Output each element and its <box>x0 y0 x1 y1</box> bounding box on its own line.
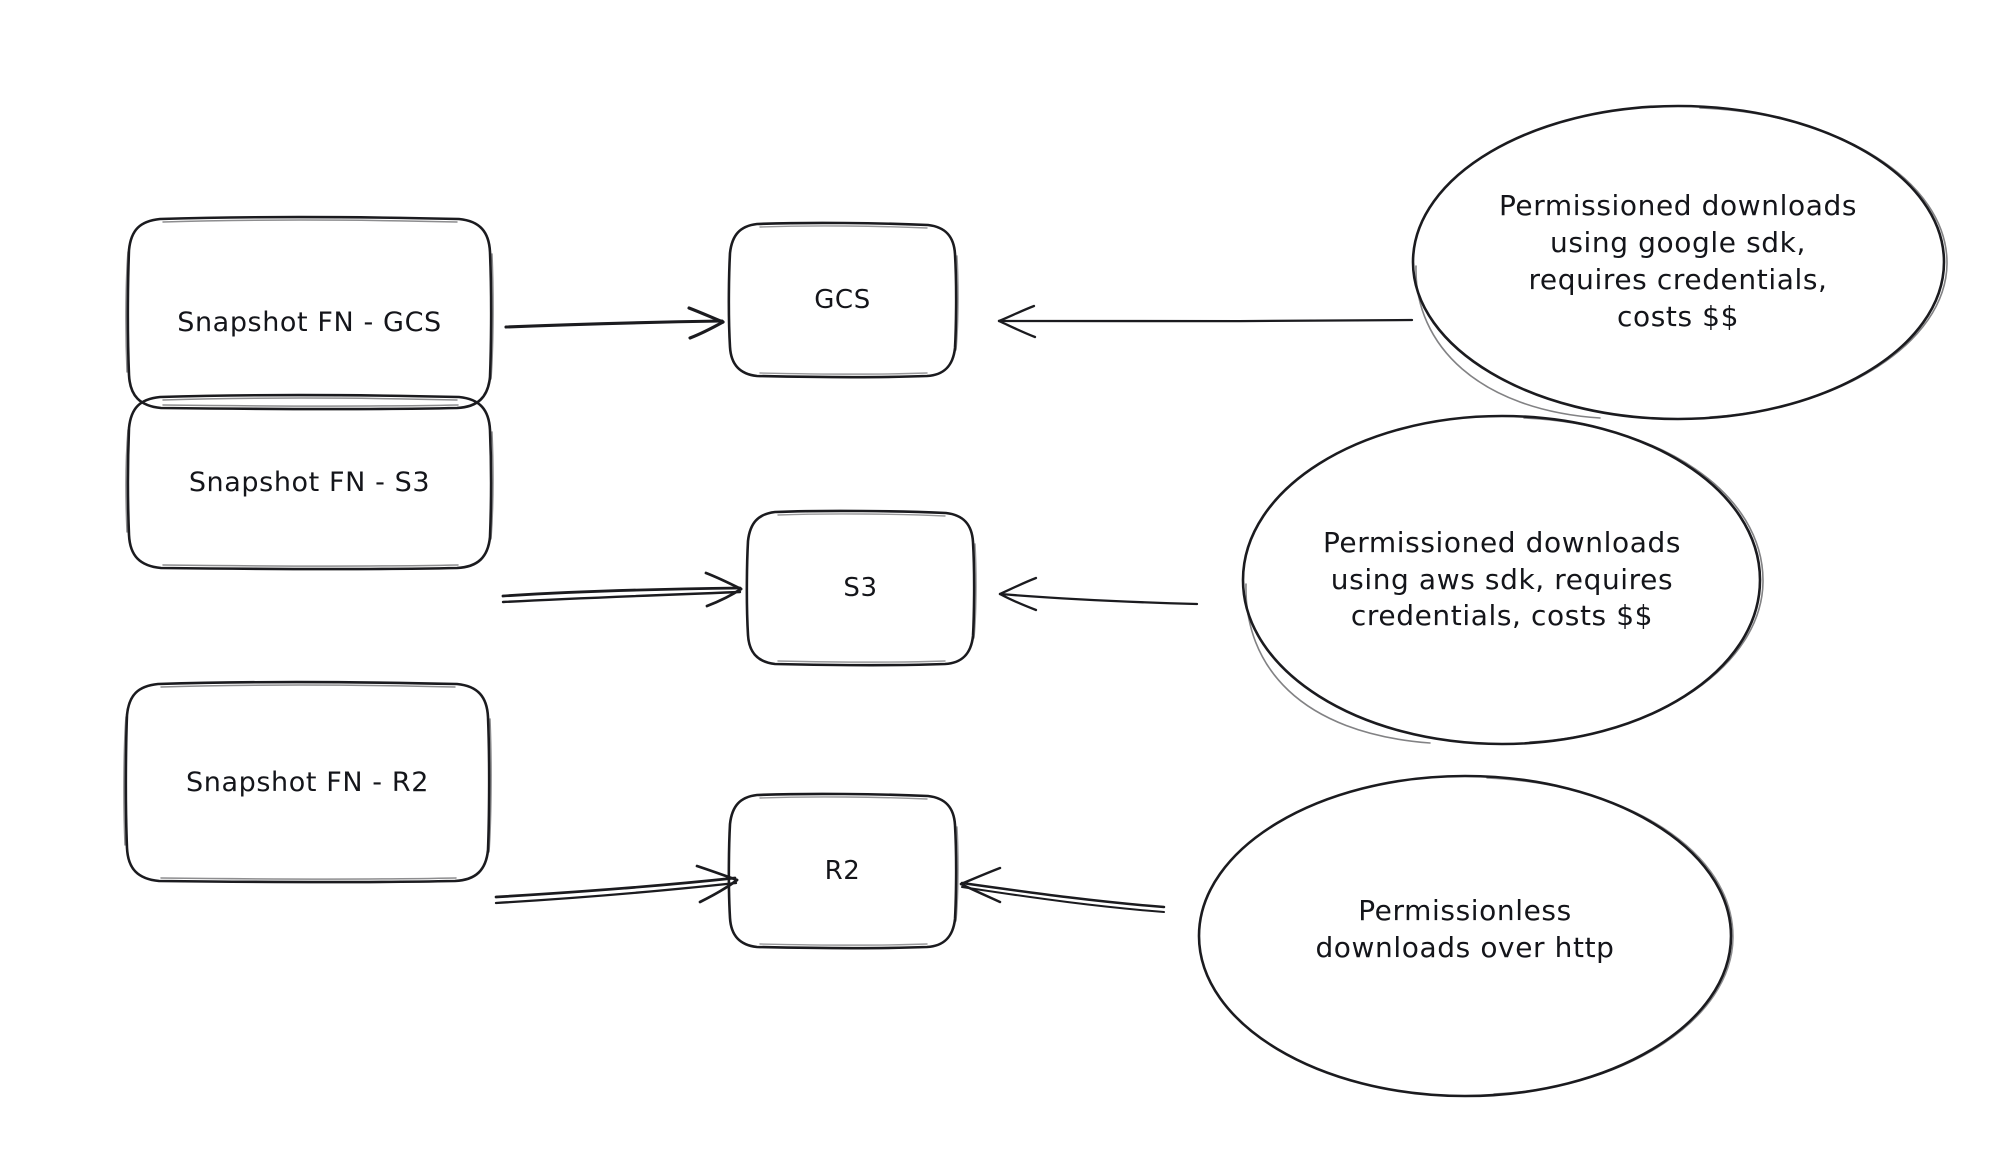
target-box-gcs[interactable] <box>727 221 959 379</box>
target-box-s3[interactable] <box>745 509 977 667</box>
row-r2 <box>123 680 1734 1098</box>
row-gcs <box>125 104 1948 421</box>
note-ellipse-gcs[interactable] <box>1411 104 1948 421</box>
flow-arrow-r2 <box>494 864 739 905</box>
target-box-r2[interactable] <box>727 792 959 950</box>
source-box-s3[interactable] <box>125 393 494 571</box>
note-arrow-gcs <box>997 304 1414 339</box>
source-box-r2[interactable] <box>123 680 492 884</box>
note-ellipse-r2[interactable] <box>1197 774 1734 1098</box>
flow-arrow-gcs <box>504 306 725 340</box>
note-arrow-s3 <box>998 576 1199 612</box>
flow-arrow-s3 <box>501 571 743 608</box>
note-ellipse-s3[interactable] <box>1241 414 1764 746</box>
row-s3 <box>125 393 1764 746</box>
source-box-gcs[interactable] <box>125 215 494 411</box>
note-arrow-r2 <box>959 866 1166 913</box>
